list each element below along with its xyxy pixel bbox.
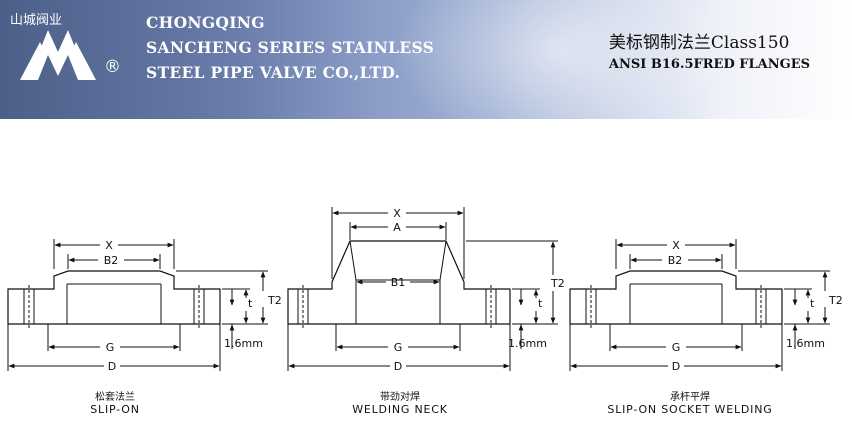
dim-label-b2: B2 <box>104 254 119 267</box>
dim-label-x: X <box>393 207 401 220</box>
title-block: 美标钢制法兰Class150 ANSI B16.5FRED FLANGES <box>609 28 810 72</box>
logo-mountain-icon <box>20 30 96 80</box>
caption-en: SLIP-ON SOCKET WELDING <box>607 403 773 416</box>
title-english: ANSI B16.5FRED FLANGES <box>608 57 810 72</box>
welding-neck-flange: X A B1 G D <box>287 207 565 373</box>
dim-label-d: D <box>672 360 680 373</box>
dim-label-t: t <box>248 297 253 310</box>
dim-label-t2: T2 <box>550 277 565 290</box>
company-name-line1: CHONGQING <box>146 13 265 32</box>
dim-label-d: D <box>394 360 402 373</box>
dim-label-t2: T2 <box>267 294 282 307</box>
header-banner: 山城阀业 ® CHONGQING SANCHENG SERIES STAINLE… <box>0 0 852 119</box>
banner-glow <box>380 0 740 119</box>
dim-label-g: G <box>672 341 681 354</box>
caption-slip-on: 松套法兰 SLIP-ON <box>40 388 190 416</box>
slip-on-flange: X B2 G D T2 <box>7 239 282 373</box>
dim-label-t2: T2 <box>828 294 843 307</box>
dim-label-g: G <box>394 341 403 354</box>
caption-cn: 承杆平焊 <box>670 392 710 403</box>
caption-en: WELDING NECK <box>352 403 448 416</box>
caption-cn: 带劲对焊 <box>380 392 420 403</box>
caption-en: SLIP-ON <box>90 403 140 416</box>
registered-mark: ® <box>104 57 121 77</box>
flange-drawings: X B2 G D T2 <box>7 207 843 373</box>
dim-label-x: X <box>105 239 113 252</box>
dim-label-x: X <box>672 239 680 252</box>
caption-welding-neck: 带劲对焊 WELDING NECK <box>315 388 485 416</box>
dim-label-t: t <box>538 297 543 310</box>
dim-label-a: A <box>393 221 401 234</box>
dim-label-d: D <box>108 360 116 373</box>
dim-label-t: t <box>810 297 815 310</box>
title-chinese: 美标钢制法兰Class150 <box>608 33 790 53</box>
dim-label-g: G <box>106 341 115 354</box>
company-name-line2: SANCHENG SERIES STAINLESS <box>146 38 435 57</box>
caption-socket-welding: 承杆平焊 SLIP-ON SOCKET WELDING <box>585 388 795 416</box>
caption-cn: 松套法兰 <box>95 392 135 403</box>
dim-label-1-6mm: 1.6mm <box>508 337 547 350</box>
company-name-line3: STEEL PIPE VALVE CO.,LTD. <box>146 63 401 82</box>
dim-label-b1: B1 <box>391 276 406 289</box>
company-logo: 山城阀业 ® <box>10 13 121 80</box>
dim-label-1-6mm: 1.6mm <box>224 337 263 350</box>
socket-welding-flange: X B2 G D T2 <box>569 239 843 373</box>
dim-label-1-6mm: 1.6mm <box>786 337 825 350</box>
dim-label-b2: B2 <box>668 254 683 267</box>
logo-text: 山城阀业 <box>10 13 62 28</box>
